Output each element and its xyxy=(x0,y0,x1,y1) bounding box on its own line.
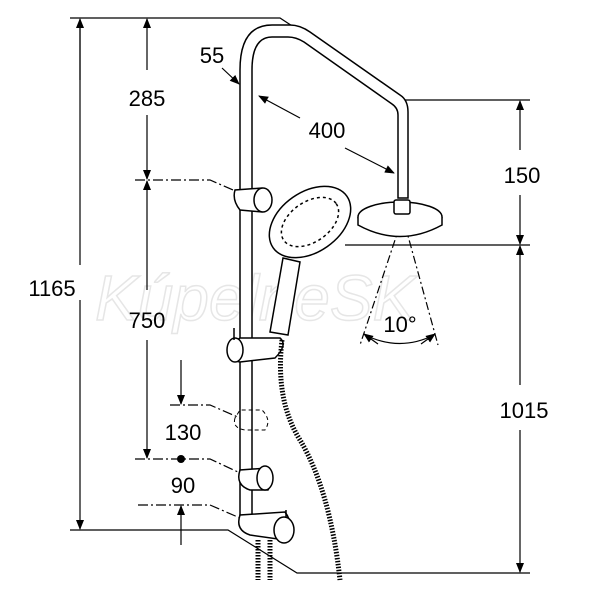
dim-750: 750 xyxy=(129,308,166,333)
hand-shower-handle xyxy=(269,257,301,336)
dim-1165: 1165 xyxy=(28,276,75,301)
holder-adjust-position xyxy=(234,409,269,431)
shower-rail xyxy=(226,24,443,544)
dim-55: 55 xyxy=(200,43,224,68)
reference-dot xyxy=(177,455,185,463)
hand-shower-head xyxy=(268,185,352,259)
dim-1015: 1015 xyxy=(500,398,549,423)
dimension-lines xyxy=(76,18,524,573)
watermark: KúpelneSK xyxy=(95,262,419,334)
dim-400: 400 xyxy=(309,118,346,143)
dim-90: 90 xyxy=(171,473,195,498)
dim-spray-angle: 10° xyxy=(383,312,416,337)
dimension-labels: 1165 285 750 130 90 55 400 150 1015 10° xyxy=(28,43,548,498)
dim-285: 285 xyxy=(129,86,166,111)
hoses xyxy=(255,339,343,581)
dim-130: 130 xyxy=(165,420,202,445)
dim-150: 150 xyxy=(504,163,541,188)
